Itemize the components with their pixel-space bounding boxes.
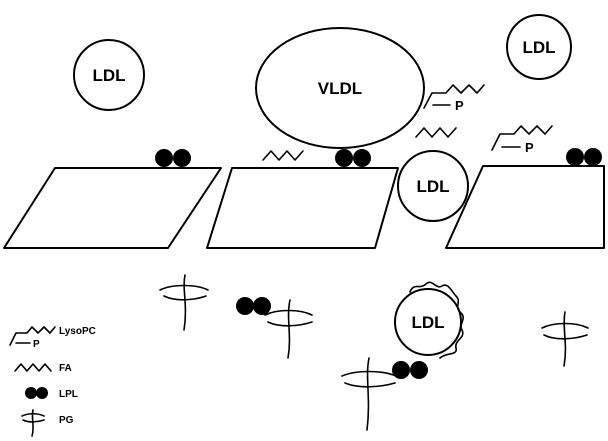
endothelial-cell-2 bbox=[206, 167, 399, 249]
endothelial-cell-1 bbox=[3, 167, 222, 249]
ldl-particle-1: LDL bbox=[73, 39, 145, 111]
phosphate-label: P bbox=[33, 339, 40, 350]
lysopc-molecule-2: P bbox=[491, 125, 553, 155]
legend-item-pg: PG bbox=[21, 409, 74, 437]
legend-label-fa: FA bbox=[59, 363, 72, 374]
legend-label-lpl: LPL bbox=[59, 389, 78, 400]
pg-molecule-1 bbox=[159, 274, 209, 331]
ldl-particle-3: LDL bbox=[397, 150, 469, 222]
lpl-dimer-3 bbox=[566, 148, 602, 166]
lysopc-icon: P bbox=[9, 326, 56, 350]
lysopc-molecule-1: P bbox=[423, 84, 485, 113]
legend-label-pg: PG bbox=[59, 415, 74, 426]
proteoglycan-chain bbox=[409, 281, 464, 359]
ldl-label: LDL bbox=[92, 66, 125, 85]
legend: P LysoPC FA LPL PG bbox=[9, 326, 96, 437]
ldl-particle-4: LDL bbox=[394, 281, 464, 359]
endothelial-cells bbox=[3, 165, 605, 249]
pg-molecule-3 bbox=[541, 311, 589, 367]
pg-icon bbox=[21, 409, 45, 437]
pg-molecule-2 bbox=[264, 299, 313, 359]
fa-molecule-1 bbox=[262, 150, 304, 161]
lpl-dimer-5 bbox=[392, 361, 428, 379]
ldl-particle-2: LDL bbox=[506, 14, 572, 80]
vldl-particle: VLDL bbox=[255, 27, 425, 149]
lpl-dimer-4 bbox=[236, 297, 271, 315]
pg-molecule-4 bbox=[341, 357, 397, 431]
vldl-label: VLDL bbox=[318, 79, 362, 98]
fa-molecule-2 bbox=[415, 127, 457, 138]
ldl-label: LDL bbox=[411, 313, 444, 332]
lpl-icon bbox=[25, 387, 48, 399]
lpl-dimer-1 bbox=[155, 149, 191, 167]
phosphate-label: P bbox=[525, 140, 534, 155]
legend-item-lysopc: P LysoPC bbox=[9, 326, 96, 350]
fa-icon bbox=[14, 363, 52, 372]
legend-label-lysopc: LysoPC bbox=[59, 326, 96, 337]
legend-item-lpl: LPL bbox=[25, 387, 78, 400]
phosphate-label: P bbox=[455, 98, 464, 113]
endothelial-cell-3 bbox=[445, 165, 605, 249]
legend-item-fa: FA bbox=[14, 363, 72, 374]
ldl-label: LDL bbox=[522, 38, 555, 57]
lpl-dimer-2 bbox=[335, 149, 371, 167]
ldl-label: LDL bbox=[416, 177, 449, 196]
